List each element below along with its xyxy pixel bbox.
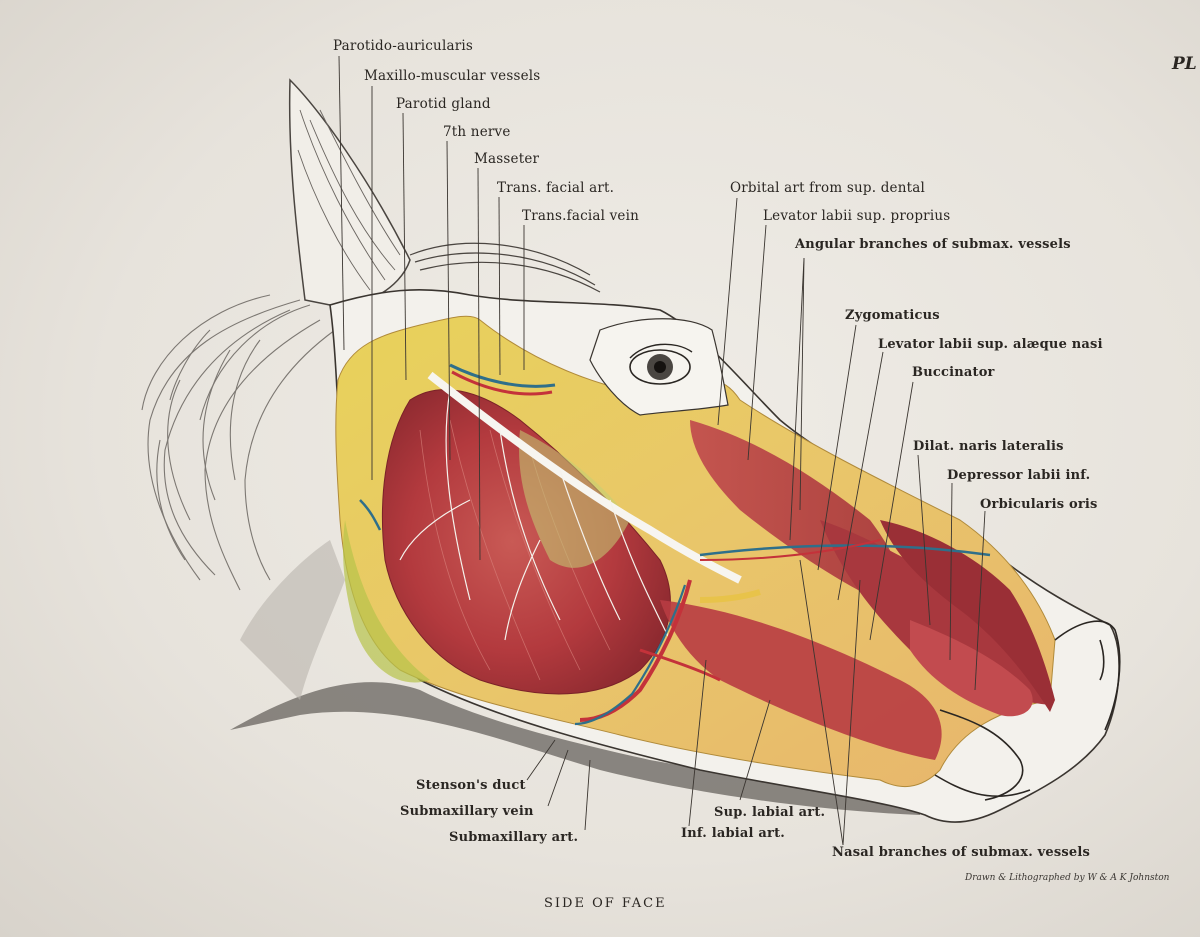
leader-lines — [338, 55, 986, 846]
facial-muscles — [660, 420, 1055, 760]
vessels — [359, 363, 991, 726]
neck-shadow — [230, 682, 920, 815]
label-depressor-labii-inf: Depressor labii inf. — [947, 468, 1091, 483]
cheek-green-tint — [343, 520, 430, 683]
label-submaxillary-vein: Submaxillary vein — [400, 804, 534, 819]
label-angular-branches: Angular branches of submax. vessels — [795, 237, 1071, 252]
plate-caption: SIDE OF FACE — [544, 896, 667, 911]
label-parotid-gland: Parotid gland — [396, 96, 491, 112]
label-levator-labii-sup-proprius: Levator labii sup. proprius — [763, 208, 951, 224]
label-inf-labial-art: Inf. labial art. — [681, 826, 785, 841]
label-zygomaticus: Zygomaticus — [845, 308, 940, 323]
ear — [288, 78, 411, 307]
nerve-branches — [399, 389, 671, 641]
label-trans-facial-vein: Trans.facial vein — [522, 208, 640, 224]
label-orbicularis-oris: Orbicularis oris — [980, 497, 1098, 512]
label-parotido-auricularis: Parotido-auricularis — [333, 38, 474, 54]
eye-pupil — [654, 361, 666, 373]
label-trans-facial-art: Trans. facial art. — [497, 180, 615, 196]
label-buccinator: Buccinator — [912, 365, 995, 380]
label-maxillo-muscular-vessels: Maxillo-muscular vessels — [364, 68, 541, 84]
facial-nerve — [427, 371, 742, 584]
label-submaxillary-art: Submaxillary art. — [449, 830, 579, 845]
masseter-muscle — [381, 389, 671, 695]
label-masseter: Masseter — [474, 151, 540, 167]
label-nasal-branches: Nasal branches of submax. vessels — [832, 845, 1091, 860]
label-7th-nerve: 7th nerve — [443, 124, 511, 140]
forelock — [409, 242, 601, 293]
label-levator-labii-alaeque-nasi: Levator labii sup. alæque nasi — [878, 337, 1103, 352]
ear-hatching — [297, 109, 401, 291]
label-dilat-naris-lateralis: Dilat. naris lateralis — [913, 439, 1064, 454]
plate-number: PL — [1172, 54, 1197, 74]
muzzle-outline — [934, 620, 1121, 801]
eyelashes — [629, 343, 693, 359]
label-stensons-duct: Stenson's duct — [416, 778, 526, 793]
lithographer-credit: Drawn & Lithographed by W & A K Johnston — [965, 873, 1170, 883]
mane — [141, 294, 336, 591]
throat-hatching — [240, 540, 345, 700]
label-orbital-art: Orbital art from sup. dental — [730, 180, 926, 196]
label-sup-labial-art: Sup. labial art. — [714, 805, 826, 820]
